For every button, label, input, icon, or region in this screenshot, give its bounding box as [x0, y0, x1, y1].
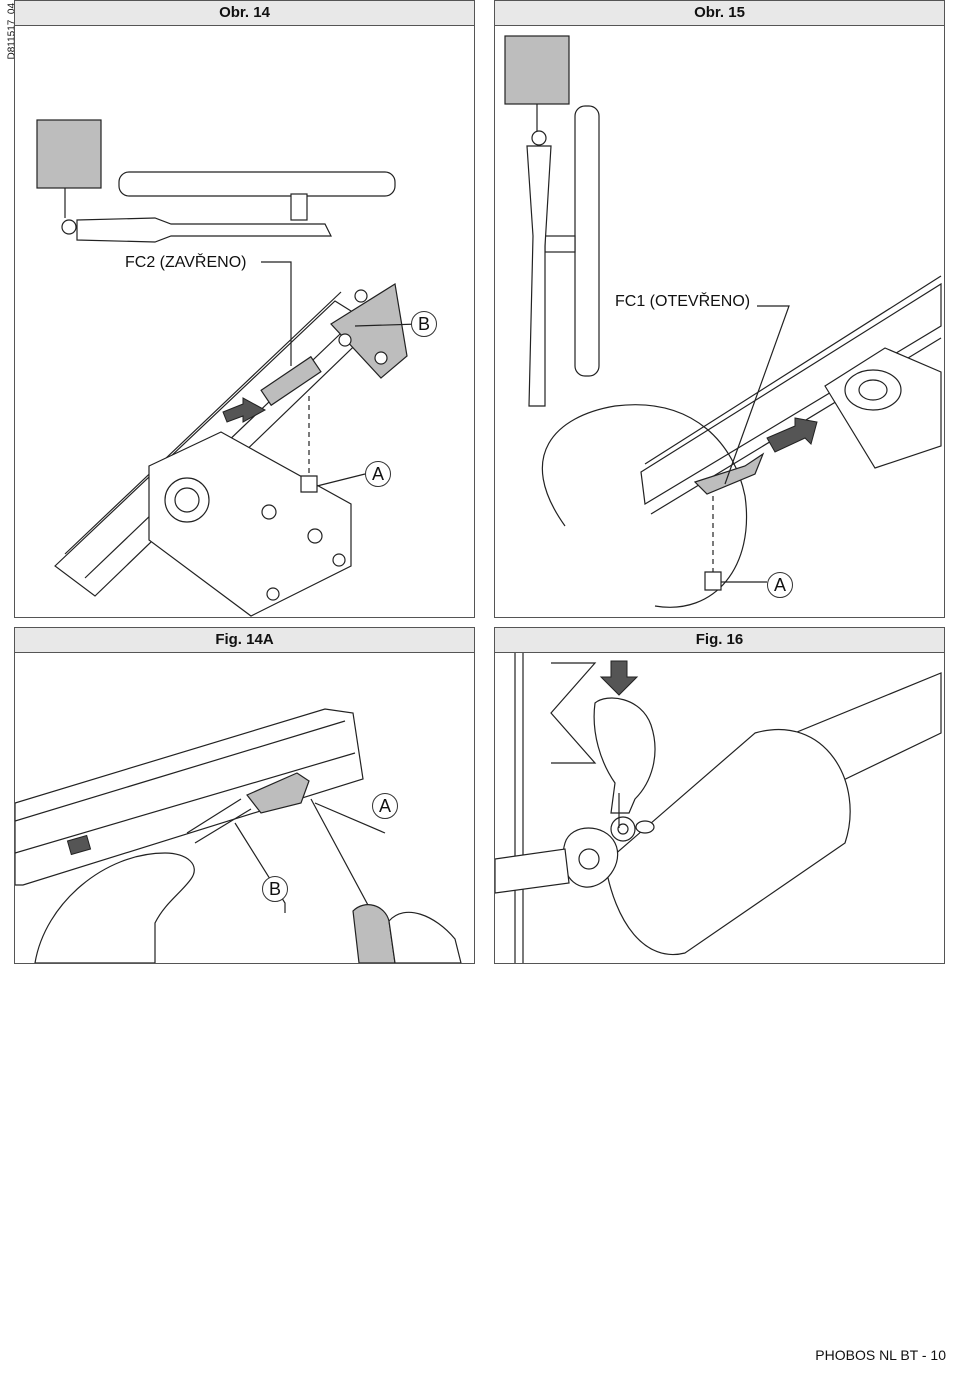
figure-title: Obr. 14 [15, 1, 474, 26]
callout-a: A [365, 461, 391, 487]
figure-title: Fig. 16 [495, 628, 944, 653]
figure-obr14: Obr. 14 FC2 (ZAVŘENO) B A [14, 0, 475, 618]
illustration-fig14a [15, 708, 462, 963]
illustration-obr14 [36, 119, 420, 617]
figure-obr15: Obr. 15 FC1 (OTEVŘENO) A [494, 0, 945, 618]
figure-fig14a: Fig. 14A A B [14, 627, 475, 964]
callout-b: B [262, 876, 288, 902]
label-fc1: FC1 (OTEVŘENO) [615, 293, 751, 310]
figure-fig16: Fig. 16 [494, 627, 945, 964]
callout-a: A [372, 793, 398, 819]
illustration-obr15 [504, 35, 942, 608]
figure-title: Obr. 15 [495, 1, 944, 26]
figure-title: Fig. 14A [15, 628, 474, 653]
label-fc2: FC2 (ZAVŘENO) [125, 254, 247, 271]
page-footer: PHOBOS NL BT - 10 [815, 1347, 946, 1363]
callout-b: B [411, 311, 437, 337]
illustration-fig16 [495, 653, 942, 963]
callout-a: A [767, 572, 793, 598]
